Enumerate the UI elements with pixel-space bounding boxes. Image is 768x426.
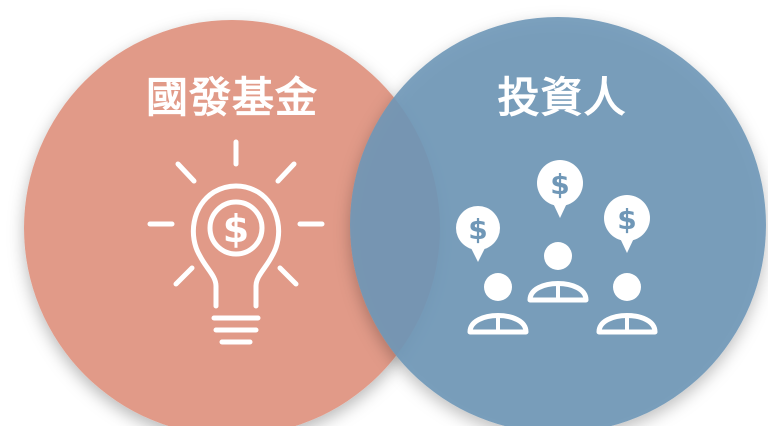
investor-person-left bbox=[456, 206, 529, 335]
bulb-dollar-sign: $ bbox=[223, 207, 249, 251]
left-circle bbox=[24, 20, 440, 426]
investor-person-right bbox=[596, 195, 658, 335]
right-circle-title: 投資人 bbox=[497, 73, 626, 122]
left-circle-title: 國發基金 bbox=[146, 73, 318, 122]
investor-left-dollar-sign: $ bbox=[468, 213, 487, 246]
investors-dollar-icon bbox=[456, 160, 658, 335]
investor-right-dollar-sign: $ bbox=[617, 203, 636, 236]
right-circle bbox=[350, 17, 766, 426]
lightbulb-dollar-icon bbox=[147, 139, 325, 345]
investor-middle-dollar-sign: $ bbox=[550, 168, 569, 201]
investor-person-middle bbox=[527, 160, 589, 303]
